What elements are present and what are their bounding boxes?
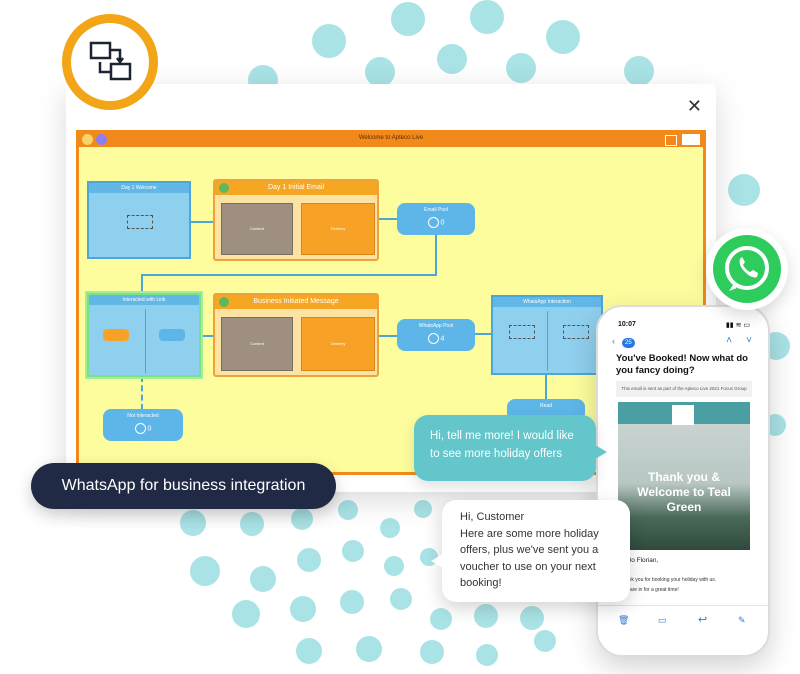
whatsapp-pool-count: 4 [397,333,475,344]
divider [598,605,768,606]
pool-icon [427,217,439,228]
email-greeting: Hello Florian, [620,557,659,564]
content-block[interactable]: Content [221,203,293,255]
connector [189,221,213,223]
customer-message: Hi, tell me more! I would like to see mo… [414,415,607,481]
node-business-initiated-message[interactable]: Business Initiated Message Content Deliv… [213,293,379,377]
placeholder-frame [127,215,153,229]
node-title: WhatsApp Pool [418,323,454,329]
flowchart-icon [89,41,132,81]
down-arrow-icon[interactable]: ˅ [746,335,752,346]
logo-icon [82,134,93,145]
connector [545,373,547,401]
node-email-pool[interactable]: Email Pool 0 [397,203,475,235]
feature-label: WhatsApp for business integration [31,463,336,509]
close-icon[interactable]: ✕ [686,96,702,117]
node-title: Interacted with Link [89,295,199,305]
divider [145,309,146,373]
node-title: Read [540,403,552,409]
placeholder-frame [563,325,589,339]
pause-icon[interactable] [96,134,107,145]
node-whatsapp-interaction[interactable]: WhatsApp Interaction [491,295,603,375]
reply-icon[interactable]: ↩ [698,614,708,626]
palm-logo-icon [672,405,694,425]
node-interacted-with-link[interactable]: Interacted with Link [87,293,201,377]
delivery-block[interactable]: Delivery [301,203,375,255]
email-notice: This email is sent as part of the Apteco… [616,381,752,397]
folder-icon[interactable]: ▭ [658,615,667,625]
connector [474,333,492,335]
app-title: Welcome to Apteco Live [358,135,424,141]
pool-icon [427,333,439,344]
compose-icon[interactable]: ✎ [738,615,746,625]
node-title: WhatsApp Interaction [493,297,601,307]
business-message: Hi, Customer Here are some more holiday … [431,500,630,602]
node-title: Day 1 Initial Email [215,181,377,195]
node-whatsapp-pool[interactable]: WhatsApp Pool 4 [397,319,475,351]
split-branch [103,329,129,341]
phone-mockup: 10:07 ▮▮ ≋ ▭ ‹ 25 ˄ ˅ You've Booked! Now… [596,305,770,657]
connector [141,274,437,276]
business-message-greeting: Hi, Customer [460,511,525,523]
connector [197,335,213,337]
email-pool-count: 0 [397,217,475,228]
email-body-1: Thank you for booking your holiday with … [620,577,717,583]
connector [377,335,399,337]
window-icon[interactable] [665,135,677,146]
connector [435,233,437,275]
node-title: Not Interacted [127,413,159,419]
phone-time: 10:07 [618,321,636,328]
whatsapp-logo [706,228,788,310]
node-title: Business Initiated Message [215,295,377,309]
back-icon[interactable]: ‹ [612,336,615,346]
hero-banner: Thank you & Welcome to Teal Green [618,402,750,550]
whatsapp-icon [725,246,769,291]
email-body-2: You are in for a great time! [620,587,679,593]
connector [377,218,399,220]
app-topbar: Welcome to Apteco Live [79,133,703,147]
node-title: Email Pool [424,207,448,213]
node-day1-initial-email[interactable]: Day 1 Initial Email Content Delivery [213,179,379,261]
check-icon [219,297,229,307]
pool-icon [134,423,146,434]
content-block[interactable]: Content [221,317,293,371]
node-title: Day 1 Welcome [89,183,189,193]
not-interacted-count: 0 [103,423,183,434]
trash-icon[interactable]: 🗑 [618,615,630,625]
journey-canvas: Welcome to Apteco Live Day 1 Welcome Day… [76,130,706,475]
connector-dashed [141,376,143,410]
status-icons: ▮▮ ≋ ▭ [725,322,750,329]
flow-badge [62,14,158,110]
node-not-interacted[interactable]: Not Interacted 0 [103,409,183,441]
node-day1-welcome[interactable]: Day 1 Welcome [87,181,191,259]
delivery-block[interactable]: Delivery [301,317,375,371]
email-subject: You've Booked! Now what do you fancy doi… [616,353,748,376]
hero-text: Thank you & Welcome to Teal Green [637,470,731,514]
divider [547,311,548,371]
up-arrow-icon[interactable]: ˄ [726,335,732,346]
split-branch [159,329,185,341]
back-count-badge: 25 [622,338,635,348]
placeholder-frame [509,325,535,339]
check-icon [219,183,229,193]
business-message-body: Here are some more holiday offers, plus … [460,527,599,590]
connector [141,274,143,294]
panel-toggle[interactable] [682,134,700,145]
